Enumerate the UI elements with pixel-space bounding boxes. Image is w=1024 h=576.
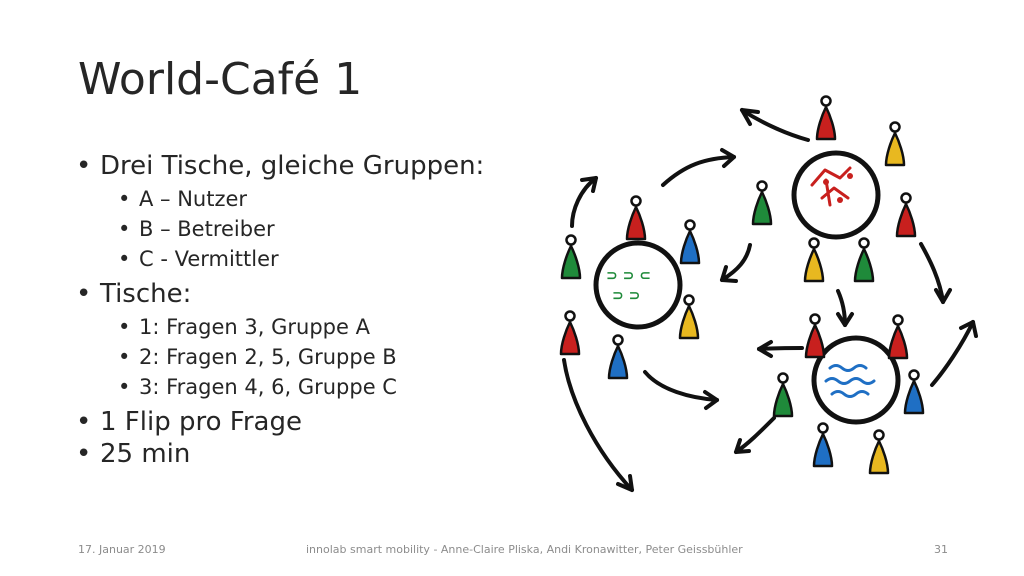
footer-page-number: 31 xyxy=(934,543,948,556)
table-circle-green: ⊃ ⊃ ⊂ ⊃ ⊃ xyxy=(593,240,683,330)
table-circle-blue xyxy=(811,335,901,425)
world-cafe-tables-drawing: ⊃ ⊃ ⊂ ⊃ ⊃ xyxy=(559,95,978,492)
sub-bullet-group-b: B – Betreiber xyxy=(118,214,536,244)
sub-bullet-group-a: A – Nutzer xyxy=(118,184,536,214)
bullet-tables: Tische: 1: Fragen 3, Gruppe A 2: Fragen … xyxy=(76,278,536,402)
slide-title: World-Café 1 xyxy=(78,54,363,105)
sub-bullet-table-1: 1: Fragen 3, Gruppe A xyxy=(118,312,536,342)
bullet-tables-text: Tische: xyxy=(100,279,192,309)
bullet-duration: 25 min xyxy=(76,438,536,470)
bullet-groups: Drei Tische, gleiche Gruppen: A – Nutzer… xyxy=(76,150,536,274)
footer-authors: innolab smart mobility - Anne-Claire Pli… xyxy=(306,543,743,556)
bullet-list: Drei Tische, gleiche Gruppen: A – Nutzer… xyxy=(76,150,536,470)
sub-bullet-list-groups: A – Nutzer B – Betreiber C - Vermittler xyxy=(100,184,536,274)
footer-date: 17. Januar 2019 xyxy=(78,543,166,556)
sub-bullet-list-tables: 1: Fragen 3, Gruppe A 2: Fragen 2, 5, Gr… xyxy=(100,312,536,402)
sub-bullet-group-c: C - Vermittler xyxy=(118,244,536,274)
arrow-icon xyxy=(562,108,978,492)
bullet-flip: 1 Flip pro Frage xyxy=(76,406,536,438)
svg-text:⊃ ⊃ ⊂: ⊃ ⊃ ⊂ xyxy=(606,268,651,284)
table-circle-red xyxy=(791,150,881,240)
sub-bullet-table-2: 2: Fragen 2, 5, Gruppe B xyxy=(118,342,536,372)
svg-text:⊃ ⊃: ⊃ ⊃ xyxy=(612,288,640,304)
sub-bullet-table-3: 3: Fragen 4, 6, Gruppe C xyxy=(118,372,536,402)
bullet-groups-text: Drei Tische, gleiche Gruppen: xyxy=(100,151,485,181)
